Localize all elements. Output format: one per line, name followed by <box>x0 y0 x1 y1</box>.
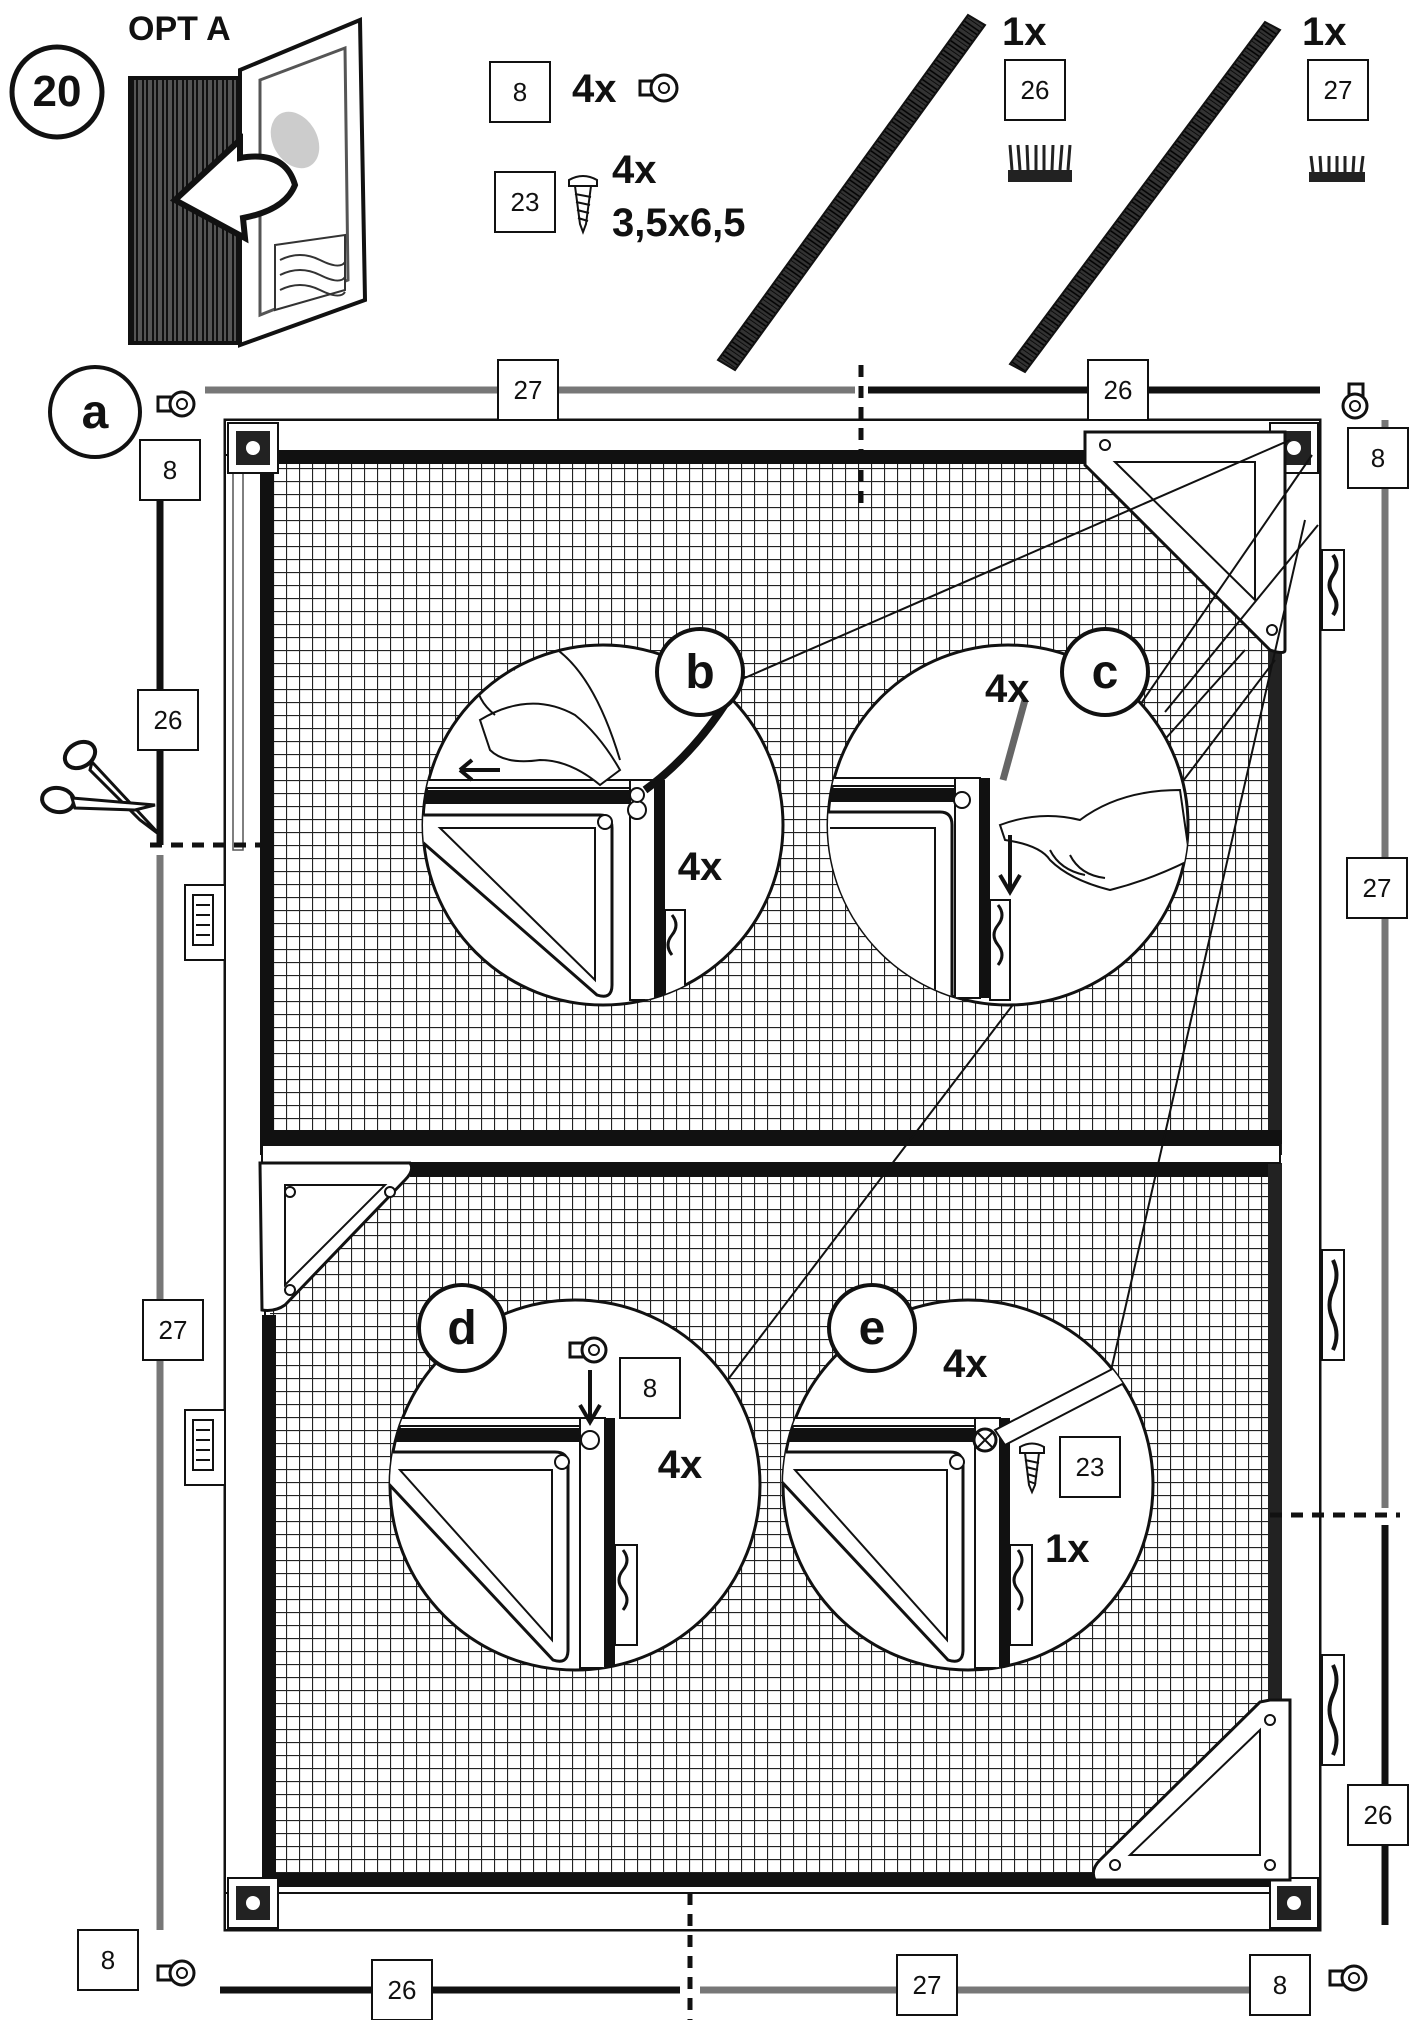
part-27-qty: 1x <box>1302 10 1347 54</box>
brush-profile-icon <box>1008 144 1072 182</box>
svg-text:8: 8 <box>101 1945 115 1975</box>
door-illustration <box>128 17 368 348</box>
part-8-id: 8 <box>513 77 527 107</box>
svg-text:26: 26 <box>388 1975 417 2005</box>
cap-icon-bl <box>156 1959 196 1987</box>
parts-list: 8 4x 23 4x 3,5x6,5 <box>489 61 745 245</box>
corner-bracket-mid-left <box>258 1161 414 1312</box>
frame-label-right-lower: 26 <box>1347 1784 1409 1846</box>
corner-bracket-top-right <box>1083 430 1287 654</box>
corner-block-br <box>1269 1877 1319 1929</box>
hinge-2 <box>1321 1249 1345 1361</box>
detail-d: 8 4x d <box>388 1283 762 1672</box>
label-c: c <box>1092 646 1119 699</box>
frame-label-corner-tr: 8 <box>1347 427 1409 489</box>
label-d: d <box>447 1302 476 1355</box>
brush-strip-26 <box>716 13 987 372</box>
svg-text:27: 27 <box>913 1970 942 2000</box>
corner-bracket-bottom-right <box>1091 1698 1292 1882</box>
part-23-box <box>494 171 556 233</box>
part-8-box <box>489 61 551 123</box>
detail-e-part: 23 <box>1076 1452 1105 1482</box>
brush-profile-small-icon <box>1309 155 1365 182</box>
part-26-qty: 1x <box>1002 10 1047 54</box>
frame-label-top-left: 27 <box>497 359 559 421</box>
cap-icon <box>638 73 679 103</box>
detail-d-qty: 4x <box>658 1443 703 1487</box>
svg-text:26: 26 <box>1364 1800 1393 1830</box>
label-b-circle <box>655 627 745 717</box>
part-26-id: 26 <box>1021 75 1050 105</box>
detail-e-qty: 4x <box>943 1342 988 1386</box>
corner-block-bl <box>227 1877 279 1929</box>
latch-1 <box>184 884 226 961</box>
screw-icon <box>568 175 598 235</box>
corner-block-tl <box>227 422 279 474</box>
detail-e-qty2: 1x <box>1045 1527 1090 1571</box>
arrow-down-icon <box>998 835 1022 896</box>
part-8-qty: 4x <box>572 67 617 111</box>
detail-e-part-box <box>1059 1436 1121 1498</box>
label-d-circle <box>417 1283 507 1373</box>
frame-label-corner-br: 8 <box>1249 1954 1311 2016</box>
label-a: a <box>82 386 109 439</box>
part-27-id: 27 <box>1324 75 1353 105</box>
part-23-size: 3,5x6,5 <box>612 201 745 245</box>
part-23-id: 23 <box>511 187 540 217</box>
detail-e: 23 4x 1x e <box>781 1283 1155 1672</box>
frame-label-top-right: 26 <box>1087 359 1149 421</box>
frame-label-right-upper: 27 <box>1346 857 1408 919</box>
part-27-box <box>1307 59 1369 121</box>
hinge-3 <box>1321 1654 1345 1766</box>
frame-label-bottom-right: 27 <box>896 1954 958 2016</box>
frame-label-bottom-left: 26 <box>371 1959 433 2020</box>
frame-label-left-lower: 27 <box>142 1299 204 1361</box>
frame-label-corner-tl: 8 <box>139 439 201 501</box>
detail-b-qty: 4x <box>678 845 723 889</box>
scissors-icon <box>40 739 162 837</box>
hand-icon <box>270 111 320 169</box>
label-a-circle <box>48 365 142 459</box>
detail-b: 4x b <box>421 627 785 1007</box>
arrow-down-icon <box>578 1370 602 1426</box>
arrow-left-icon <box>458 758 500 782</box>
part-23-qty: 4x <box>612 148 657 192</box>
frame-label-corner-bl: 8 <box>77 1929 139 1991</box>
svg-text:26: 26 <box>154 705 183 735</box>
svg-text:8: 8 <box>1371 443 1385 473</box>
step-header: 20 OPT A <box>9 10 231 140</box>
cap-icon-br <box>1328 1964 1368 1992</box>
detail-d-part-box <box>619 1357 681 1419</box>
step-number: 20 <box>33 67 82 116</box>
part-26-box <box>1004 59 1066 121</box>
brush-strip-27 <box>1008 20 1282 374</box>
detail-d-part: 8 <box>643 1373 657 1403</box>
latch-2 <box>184 1409 226 1486</box>
frame-label-left-upper: 26 <box>137 689 199 751</box>
svg-text:27: 27 <box>159 1315 188 1345</box>
option-label: OPT A <box>128 10 231 48</box>
step-number-circle <box>9 44 105 140</box>
label-e-circle <box>827 1283 917 1373</box>
label-b: b <box>685 646 714 699</box>
label-c-circle <box>1060 627 1150 717</box>
svg-text:8: 8 <box>1273 1970 1287 2000</box>
detail-c-qty: 4x <box>985 667 1030 711</box>
svg-text:26: 26 <box>1104 375 1133 405</box>
cap-icon-tl <box>156 390 196 418</box>
cap-icon-detail-d <box>568 1336 608 1364</box>
cap-icon-tr <box>1341 382 1369 420</box>
screw-icon-detail-e <box>1019 1442 1045 1495</box>
label-e: e <box>859 1302 886 1355</box>
arrow-icon <box>169 133 299 244</box>
frame-assembly <box>184 418 1345 1932</box>
svg-text:8: 8 <box>163 455 177 485</box>
svg-text:27: 27 <box>514 375 543 405</box>
svg-text:27: 27 <box>1363 873 1392 903</box>
hinge-1 <box>1321 549 1345 631</box>
